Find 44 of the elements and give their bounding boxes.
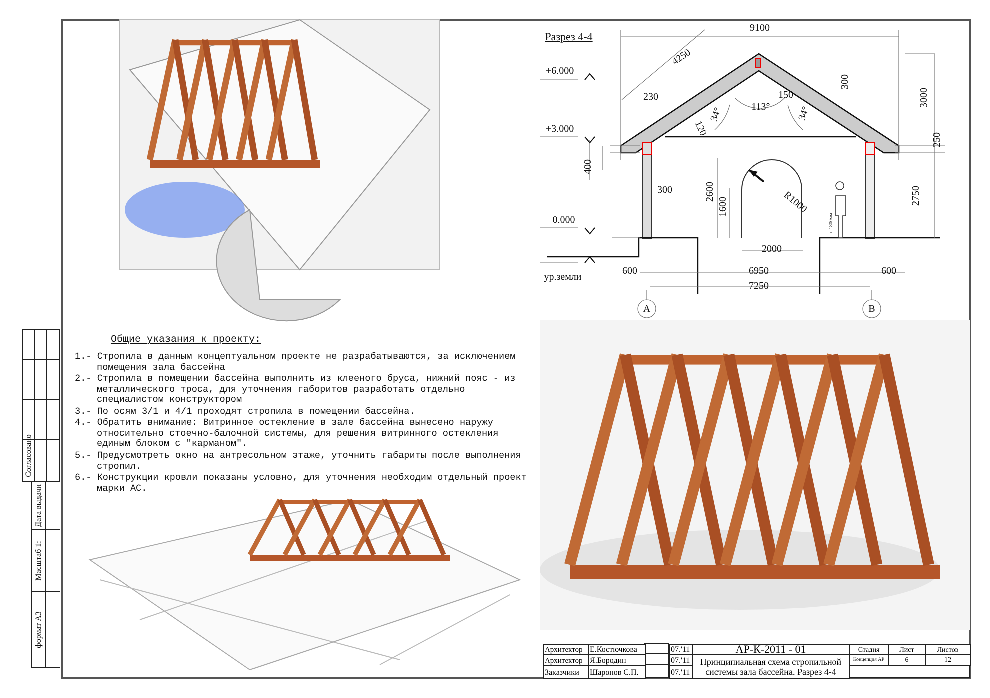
dimension-label: 3000 (920, 88, 930, 108)
level-mark: +3.000 (546, 125, 574, 135)
dimension-label: 2000 (762, 245, 782, 255)
note-text: 6.- Конструкции кровли показаны условно, для уточнения необходим отдельный проект марки АС. (75, 473, 528, 494)
title-block-cell: Шаронов С.П. (588, 665, 646, 679)
stamp-label: формат А3 (35, 612, 43, 648)
dimension-label: 600 (622, 267, 638, 277)
title-block-cell: 07.'11 (669, 665, 693, 679)
title-block-cell: АР-К-2011 - 01 (692, 644, 850, 655)
dimension-label: 230 (644, 93, 658, 103)
dimension-label: 250 (933, 132, 943, 148)
dimension-label: 1600 (719, 197, 729, 217)
note-text: 3.- По осям 3/1 и 4/1 проходят стропила в помещении бассейна. (75, 407, 416, 418)
dimension-label: 9100 (750, 24, 770, 34)
axis-marker: В (868, 305, 876, 315)
note-text: 4.- Обратить внимание: Витринное остекление в зале бассейна вынесено наружу относительно стоечно-балочной системы, для решения витринного остекления единым блоком с "карманом". (75, 418, 500, 450)
angle-label: 34° (710, 106, 724, 124)
dimension-label: 4250 (670, 48, 694, 68)
section-title: Разрез 4-4 (545, 32, 593, 44)
dimension-label: 2750 (912, 186, 922, 206)
stamp-label: Дата выдачи (35, 484, 43, 528)
note-text: 1.- Стропила в данным концептуальном проекте не разрабатываются, за исключением помещения зала бассейна (75, 352, 517, 374)
title-block-cell: Я.Бородин (588, 654, 646, 666)
dimension-label: 300 (841, 74, 851, 90)
level-mark: 0.000 (552, 216, 576, 226)
dimension-label: 2600 (706, 182, 716, 202)
dimension-label: 400 (584, 160, 594, 174)
title-block-cell: Е.Костючкова (588, 644, 646, 655)
angle-label: 113° (752, 103, 770, 113)
dimension-label: 600 (882, 267, 896, 277)
dimension-label: 120 (692, 120, 708, 138)
title-block-cell: Заказчики (543, 665, 589, 679)
stamp-label: Согласовано (25, 434, 33, 478)
ground-level-mark: ур.земли (544, 273, 582, 283)
note-text: 2.- Стропила в помещении бассейна выполнить из клееного бруса, нижний пояс - из металлического троса, для уточнения габоритов разработать отдельно специалистом конструктором (75, 374, 517, 406)
level-mark: +6.000 (546, 67, 574, 77)
dimension-label: 6950 (749, 267, 769, 277)
dimension-label: 300 (658, 186, 672, 196)
notes-heading: Общие указания к проекту: (110, 336, 262, 346)
note-text: 5.- Предусмотреть окно на антресольном этаже, уточнить габариты после выполнения стропил. (75, 451, 522, 472)
angle-label: 34° (798, 106, 812, 122)
dimension-label: 7250 (749, 282, 769, 292)
stamp-label: Масштаб 1: (35, 541, 43, 581)
axis-marker: А (643, 305, 651, 315)
